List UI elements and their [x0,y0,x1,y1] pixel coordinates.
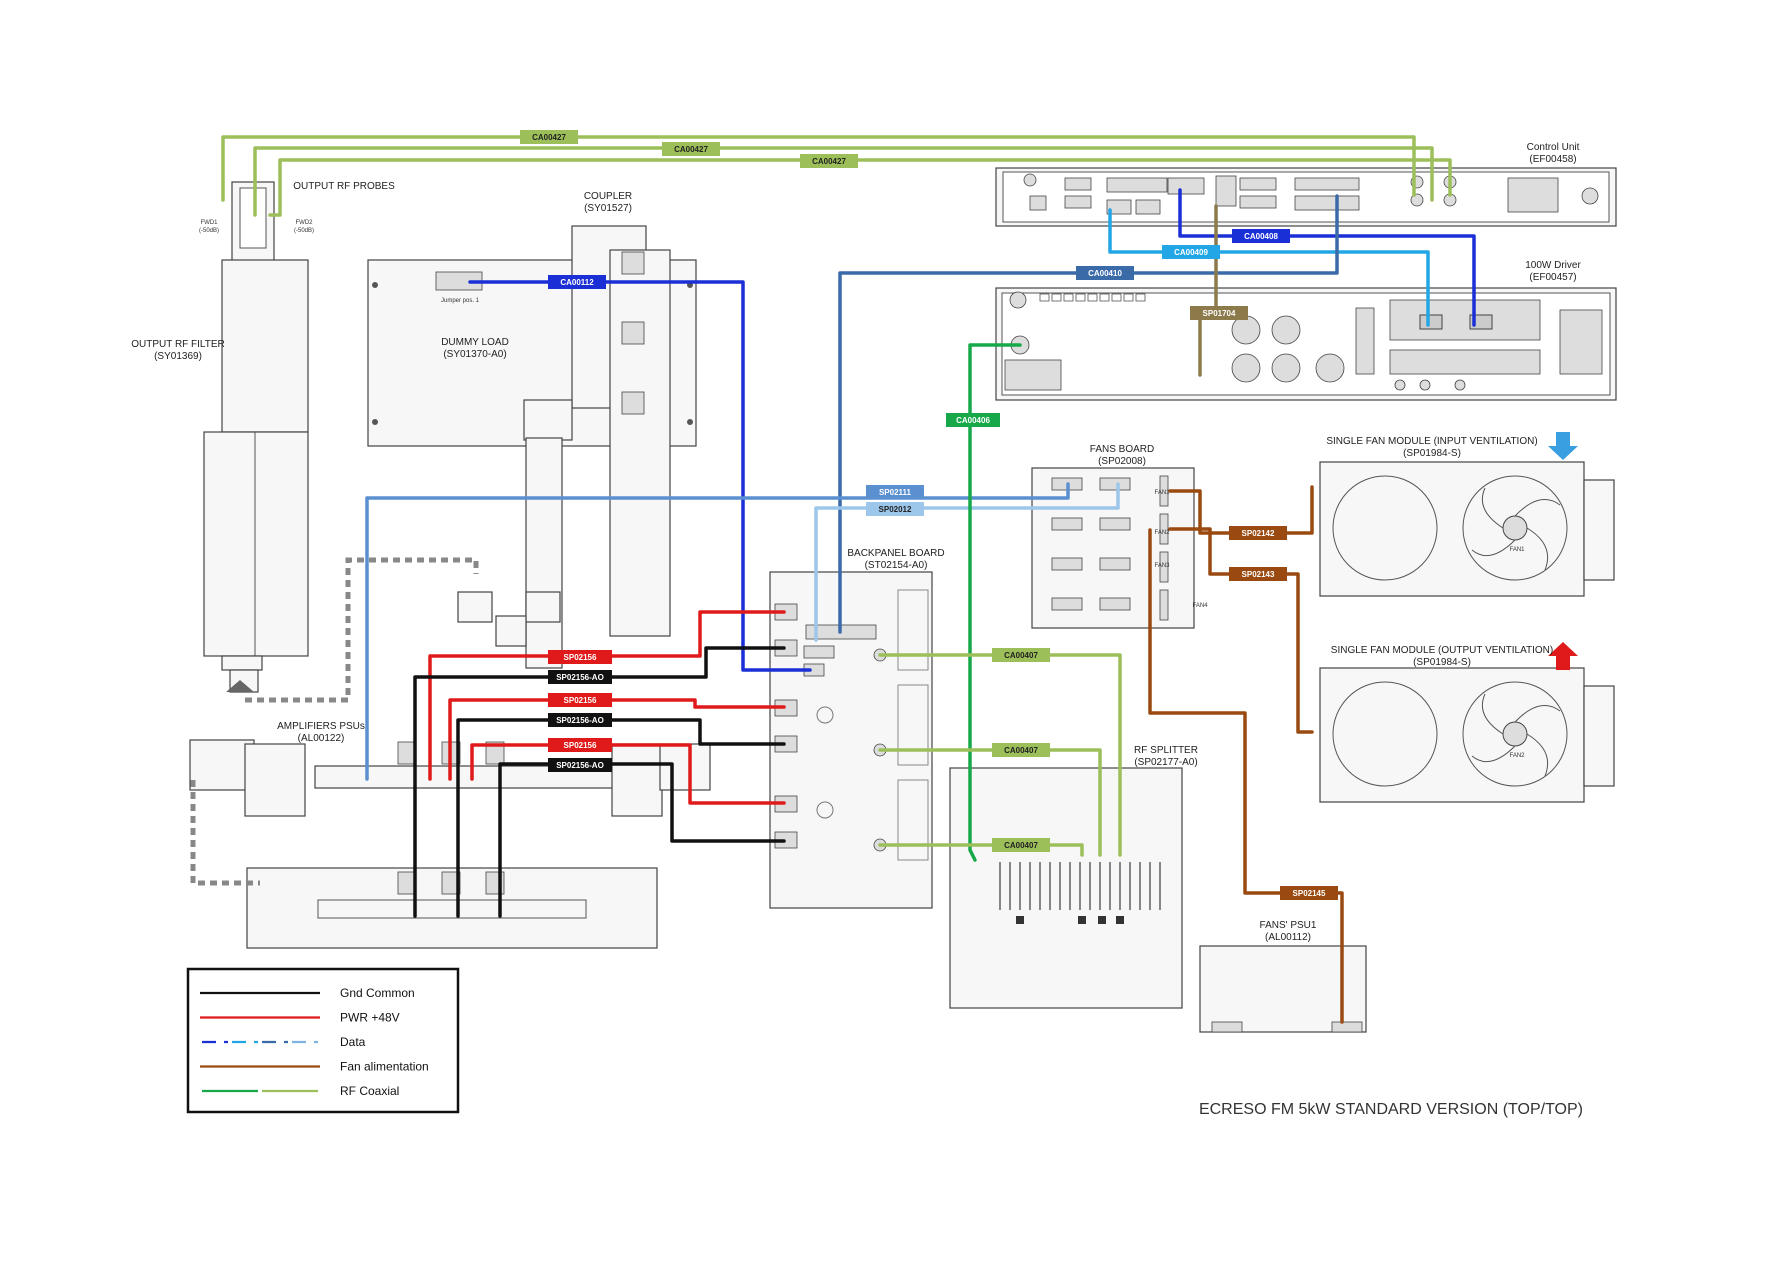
label-output-rf-filter: OUTPUT RF FILTER [131,339,225,350]
label-output-rf-filter-ref: (SY01369) [154,351,202,362]
label-fan2: FAN2 [1154,530,1170,536]
tag-ca00427-a: CA00427 [532,133,566,142]
control-unit [995,167,1617,227]
label-module-fan1: FAN1 [1509,547,1525,553]
pwr-cables [428,610,786,805]
label-fan4: FAN4 [1192,603,1208,609]
fans-board [1031,467,1195,629]
data-mid-cables [365,482,1070,781]
fan-module-input [1319,461,1615,597]
tag-ca00112: CA00112 [560,278,594,287]
tag-sp02143: SP02143 [1242,570,1275,579]
tag-sp02156-b3: SP02156-AO [556,761,604,770]
tag-sp02156-r2: SP02156 [564,696,597,705]
label-fwd2: FWD2 [296,220,314,226]
label-fan3: FAN3 [1154,563,1170,569]
rf-splitter [949,767,1183,1009]
legend-label: PWR +48V [340,1011,400,1025]
tag-ca00407-a: CA00407 [1004,651,1038,660]
label-driver-ref: (EF00457) [1529,272,1576,283]
label-driver: 100W Driver [1525,260,1581,271]
label-fans-psu: FANS' PSU1 [1260,920,1317,931]
label-backpanel-ref: (ST02154-A0) [865,560,928,571]
coupler [457,225,671,669]
tag-ca00407-b: CA00407 [1004,746,1038,755]
label-jumper: Jumper pos. 1 [441,298,480,304]
data-dashed-cables [190,557,479,886]
legend-label: Data [340,1035,366,1049]
air-direction-arrows [226,432,1578,692]
label-control-unit-ref: (EF00458) [1529,154,1576,165]
data-pale-cables [814,482,1120,642]
tag-sp02156-r3: SP02156 [564,741,597,750]
label-rf-splitter-ref: (SP02177-A0) [1134,757,1197,768]
tag-ca00407-c: CA00407 [1004,841,1038,850]
label-dummy-load-ref: (SY01370-A0) [443,349,506,360]
label-fan-out-ref: (SP01984-S) [1413,657,1471,668]
rf-olive-cables [221,135,1452,217]
tag-sp02145: SP02145 [1293,889,1326,898]
rf-green-cable [968,343,1022,862]
output-rf-filter [203,181,309,693]
label-fan-in-ref: (SP01984-S) [1403,448,1461,459]
gnd-cables [413,646,786,918]
label-control-unit: Control Unit [1527,142,1580,153]
legend-label: Gnd Common [340,986,415,1000]
tag-ca00409: CA00409 [1174,248,1208,257]
tag-sp02156-r1: SP02156 [564,653,597,662]
label-fan1: FAN1 [1154,490,1170,496]
tag-ca00406: CA00406 [956,416,990,425]
tag-sp02156-b1: SP02156-AO [556,673,604,682]
legend-label: Fan alimentation [340,1060,429,1074]
label-output-rf-probes: OUTPUT RF PROBES [293,181,395,192]
tag-sp02142: SP02142 [1242,529,1275,538]
label-fan-in: SINGLE FAN MODULE (INPUT VENTILATION) [1326,436,1537,447]
tag-sp01704: SP01704 [1203,309,1236,318]
label-fans-board-ref: (SP02008) [1098,456,1146,467]
label-fan-out: SINGLE FAN MODULE (OUTPUT VENTILATION) [1331,645,1553,656]
tag-ca00410: CA00410 [1088,269,1122,278]
label-fans-board: FANS BOARD [1090,444,1154,455]
data-light-cables [1108,208,1430,327]
tag-ca00427-b: CA00427 [674,145,708,154]
tag-ca00427-c: CA00427 [812,157,846,166]
legend-label: RF Coaxial [340,1084,399,1098]
tag-sp02012: SP02012 [879,505,912,514]
label-dummy-load: DUMMY LOAD [441,337,509,348]
label-fwd2-db: (-50dB) [294,228,314,234]
label-fans-psu-ref: (AL00112) [1265,932,1311,943]
label-rf-splitter: RF SPLITTER [1134,745,1198,756]
fan-module-output [1319,667,1615,803]
label-coupler-ref: (SY01527) [584,203,632,214]
tag-sp02111: SP02111 [879,488,912,497]
label-fwd1-db: (-50dB) [199,228,219,234]
label-coupler: COUPLER [584,191,632,202]
label-fwd1: FWD1 [201,220,219,226]
label-backpanel: BACKPANEL BOARD [847,548,944,559]
driver-100w [995,287,1617,401]
label-amp-psus: AMPLIFIERS PSUs [277,721,365,732]
fans-psu [1199,945,1367,1033]
backpanel-board [769,571,933,909]
rf-olive-splitter-cables [878,653,1122,857]
label-amp-psus-ref: (AL00122) [298,733,345,744]
tag-ca00408: CA00408 [1244,232,1278,241]
cable-tag-boxes [520,130,1338,900]
tag-sp02156-b2: SP02156-AO [556,716,604,725]
label-module-fan2: FAN2 [1509,753,1525,759]
diagram-title: ECRESO FM 5kW STANDARD VERSION (TOP/TOP) [1199,1101,1583,1118]
data-dark-cables [468,188,1476,672]
